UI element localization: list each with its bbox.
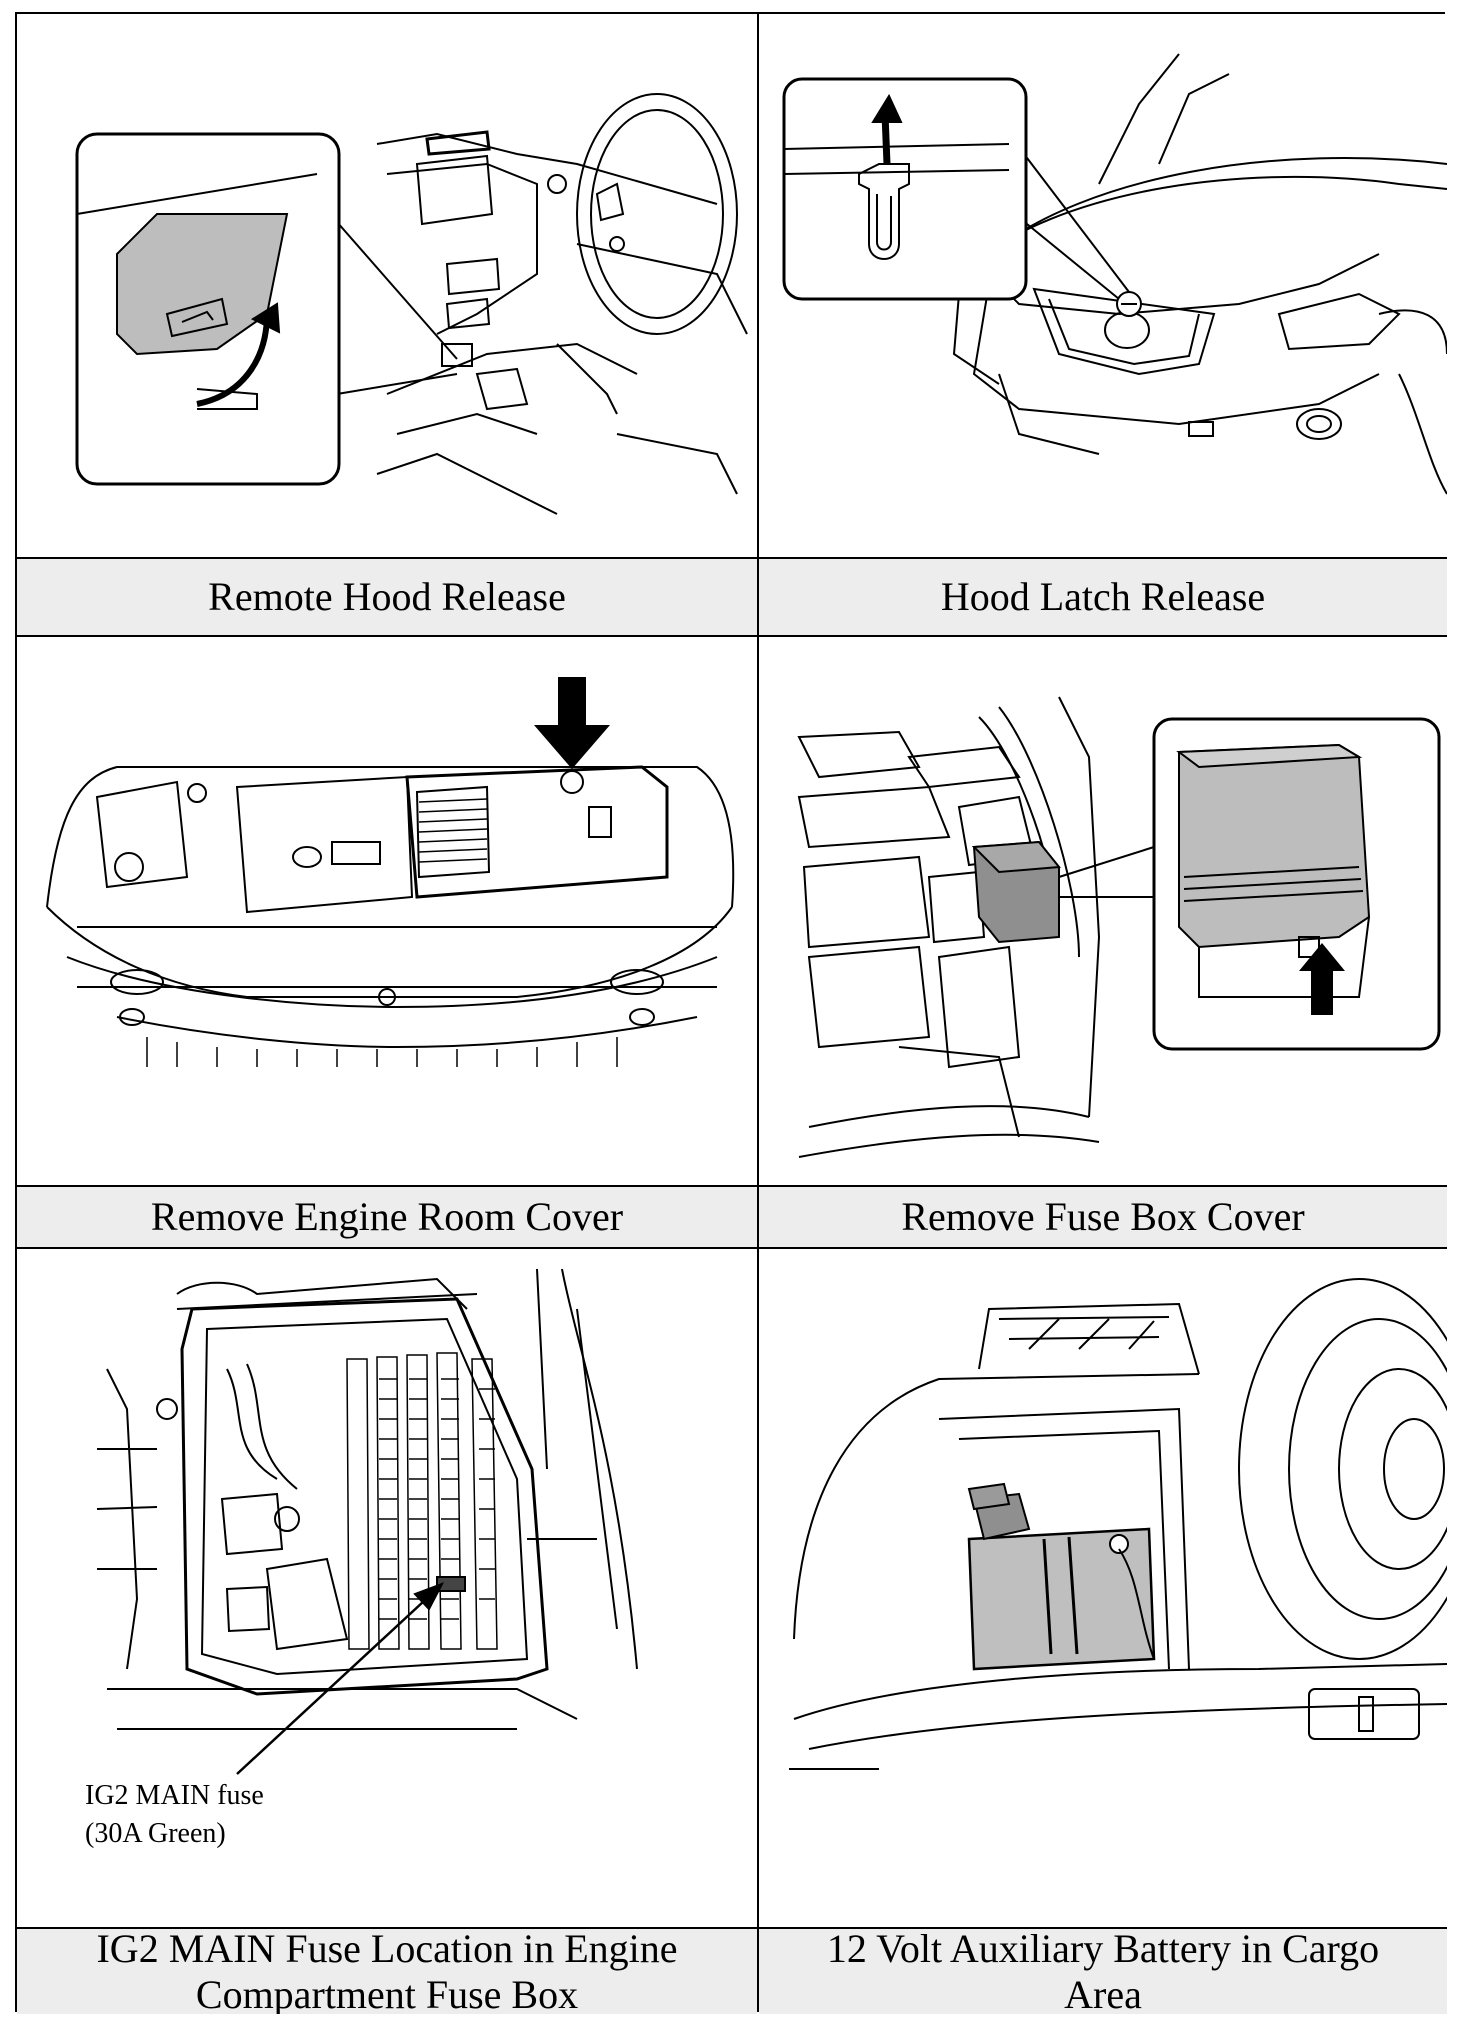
caption-ig2-main-fuse-location: IG2 MAIN Fuse Location in Engine Compart… (17, 1927, 757, 2014)
caption-text: Remove Engine Room Cover (150, 1194, 624, 1239)
fuse-label-line2: (30A Green) (85, 1818, 226, 1849)
caption-text: Remove Fuse Box Cover (901, 1194, 1305, 1239)
caption-text: Remote Hood Release (208, 574, 566, 619)
caption-remote-hood-release: Remote Hood Release (17, 557, 757, 635)
caption-text: IG2 MAIN Fuse Location in Engine Compart… (96, 1927, 678, 2014)
row-divider (17, 635, 1447, 637)
caption-text: Hood Latch Release (940, 574, 1266, 619)
caption-remove-engine-room-cover: Remove Engine Room Cover (17, 1185, 757, 1247)
panel-engine-room-cover-image (17, 637, 757, 1185)
row-divider (17, 1247, 1447, 1249)
caption-remove-fuse-box-cover: Remove Fuse Box Cover (759, 1185, 1447, 1247)
panel-auxiliary-battery-image (759, 1249, 1447, 1927)
column-divider (757, 14, 759, 2010)
caption-auxiliary-battery: 12 Volt Auxiliary Battery in Cargo Area (759, 1927, 1447, 2014)
panel-ig2-main-fuse-image: IG2 MAIN fuse (30A Green) (17, 1249, 757, 1927)
panel-hood-latch-release-image (759, 14, 1447, 557)
panel-remote-hood-release-image (17, 14, 757, 557)
ig2-main-fuse-label: IG2 MAIN fuse (30A Green) (85, 1777, 264, 1853)
diagram-grid: Remote Hood Release Hood Latch Release (15, 12, 1447, 2014)
caption-hood-latch-release: Hood Latch Release (759, 557, 1447, 635)
panel-fuse-box-cover-image (759, 637, 1447, 1185)
fuse-label-line1: IG2 MAIN fuse (85, 1780, 264, 1811)
caption-text: 12 Volt Auxiliary Battery in Cargo Area (826, 1927, 1380, 2014)
